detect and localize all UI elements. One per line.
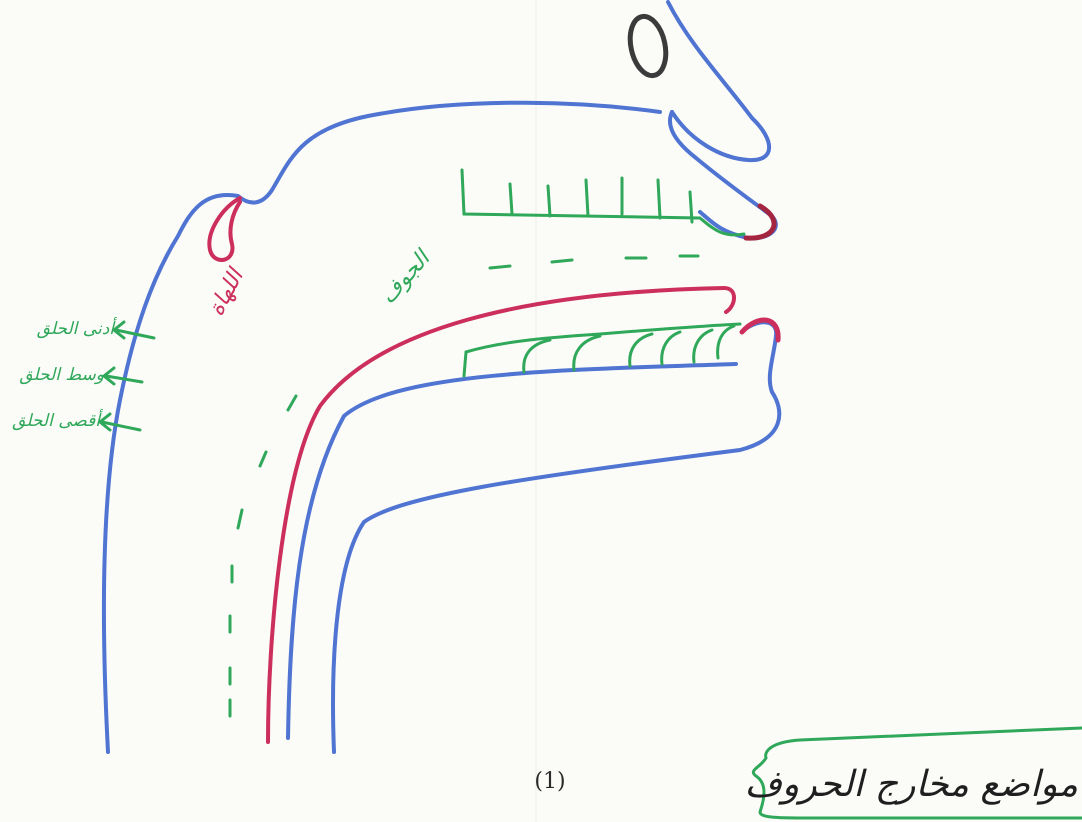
throat-middle-label: وسط الحلق (19, 365, 104, 385)
upper-teeth (462, 170, 744, 235)
lahah-label: اللهاة (204, 263, 250, 320)
tongue-outline (268, 288, 734, 742)
oral-cavity-dashes (490, 256, 698, 268)
page-number: (1) (534, 769, 565, 794)
throat-top-label: أدنى الحلق (37, 317, 118, 339)
nostril-icon (625, 13, 671, 79)
arrow-throat-bottom (100, 414, 140, 430)
throat-outline (288, 364, 736, 738)
jawf-label: الجوف (375, 244, 436, 308)
uvula-outline (209, 198, 240, 260)
head-outline (668, 2, 769, 160)
upper-lip-tip (746, 206, 774, 238)
page-title: مواضع مخارج الحروف (745, 764, 1078, 805)
upper-palate-outline (104, 103, 660, 752)
pharynx-dashes (230, 396, 296, 716)
throat-bottom-label: أقصى الحلق (12, 409, 103, 431)
lower-jaw-outline (333, 322, 779, 752)
